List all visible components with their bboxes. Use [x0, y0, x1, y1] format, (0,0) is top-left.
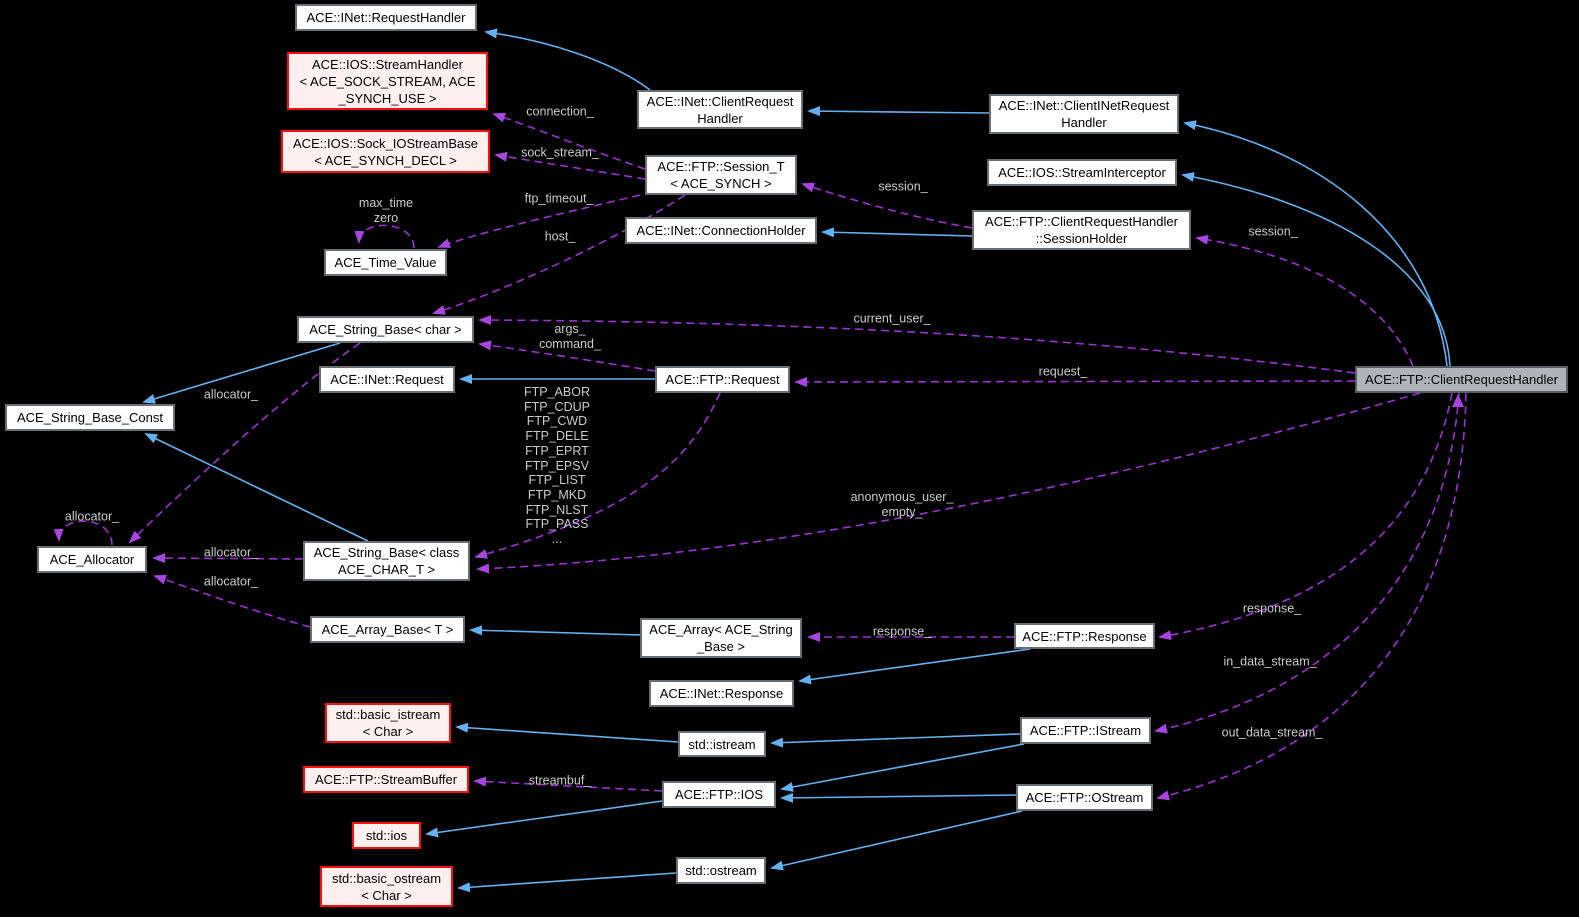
node-ftp-clientrequesthandler-sessionholder[interactable]: ACE::FTP::ClientRequestHandler ::Session… [972, 210, 1191, 250]
edge-usage-args-command [478, 340, 656, 372]
node-std-ios[interactable]: std::ios [352, 822, 421, 849]
edge-usage-in-data-stream [1154, 392, 1460, 734]
node-ftp-ios[interactable]: ACE::FTP::IOS [662, 781, 776, 808]
node-string-base-ace-char-t[interactable]: ACE_String_Base< class ACE_CHAR_T > [303, 541, 470, 581]
edge-usage-ftp-commands [474, 392, 721, 559]
edge-usage-out-data-stream [1156, 392, 1467, 801]
edge-inherit-istream-to-basicistream [455, 722, 679, 743]
node-inet-client-request-handler[interactable]: ACE::INet::ClientRequest Handler [637, 90, 803, 129]
edge-inherit-ftpresponse-to-inetresponse [798, 648, 1031, 685]
edge-inherit-ftpostream-to-ftpios [780, 792, 1017, 803]
edge-inherit-sessionholder-to-connectionholder [821, 227, 973, 238]
node-std-istream[interactable]: std::istream [678, 731, 766, 757]
node-ftp-ostream[interactable]: ACE::FTP::OStream [1016, 784, 1153, 811]
node-ftp-session-t[interactable]: ACE::FTP::Session_T < ACE_SYNCH > [645, 155, 797, 195]
node-ace-time-value[interactable]: ACE_Time_Value [324, 249, 447, 276]
node-std-ostream[interactable]: std::ostream [676, 857, 766, 884]
edge-usage-allocator-arraybase [153, 574, 311, 628]
node-inet-clientinet-request-handler[interactable]: ACE::INet::ClientINetRequest Handler [989, 94, 1179, 134]
edge-usage-sessionholder-session [801, 182, 973, 229]
edge-usage-response-main [1158, 392, 1453, 641]
node-ftp-request[interactable]: ACE::FTP::Request [655, 366, 790, 393]
node-inet-connection-holder[interactable]: ACE::INet::ConnectionHolder [625, 217, 817, 244]
edge-usage-request [794, 376, 1356, 387]
edge-usage-ftp-timeout [437, 194, 641, 248]
edge-usage-sock-stream [494, 151, 646, 180]
node-inet-response[interactable]: ACE::INet::Response [649, 680, 794, 707]
edge-inherit-main-to-streaminterceptor [1181, 172, 1451, 367]
edge-inherit-ftpistream-to-istream [770, 733, 1021, 748]
edge-usage-main-sessionholder [1195, 234, 1414, 367]
node-std-basic-istream[interactable]: std::basic_istream < Char > [325, 703, 451, 743]
edge-usage-current-user [478, 315, 1356, 374]
edge-usage-streambuf [473, 776, 663, 792]
main-node-incoming-arrowhead [1452, 394, 1464, 407]
node-inet-request[interactable]: ACE::INet::Request [319, 366, 455, 393]
node-ace-allocator[interactable]: ACE_Allocator [37, 546, 147, 573]
edge-usage-max-time-self-loop [354, 224, 415, 249]
edge-usage-allocator-self-loop [53, 520, 113, 546]
node-ftp-client-request-handler-main[interactable]: ACE::FTP::ClientRequestHandler [1355, 366, 1568, 393]
edge-inherit-clientinet-to-clientrequest [807, 106, 990, 117]
node-ftp-stream-buffer[interactable]: ACE::FTP::StreamBuffer [303, 766, 469, 793]
edge-inherit-array-to-arraybase [469, 625, 641, 636]
edge-inherit-stringchart-to-const [144, 433, 369, 542]
edge-inherit-ostream-to-basicostream [457, 872, 677, 893]
node-ace-array-string-base[interactable]: ACE_Array< ACE_String _Base > [640, 618, 802, 658]
node-ftp-response[interactable]: ACE::FTP::Response [1014, 623, 1155, 649]
node-ios-sock-iostream-base[interactable]: ACE::IOS::Sock_IOStreamBase < ACE_SYNCH_… [281, 130, 490, 173]
edge-usage-anonymous-user [476, 392, 1421, 574]
edge-usage-allocator-stringchart [152, 553, 304, 564]
edge-inherit-ftpistream-to-ftpios [780, 743, 1025, 792]
node-ios-stream-handler[interactable]: ACE::IOS::StreamHandler < ACE_SOCK_STREA… [287, 52, 488, 110]
node-ios-stream-interceptor[interactable]: ACE::IOS::StreamInterceptor [987, 159, 1177, 186]
edge-inherit-ftpostream-to-ostream [770, 810, 1023, 871]
edge-usage-connection [492, 112, 646, 170]
edge-usage-allocator-stringchar [128, 342, 361, 544]
node-array-base-t[interactable]: ACE_Array_Base< T > [310, 616, 465, 643]
node-string-base-const[interactable]: ACE_String_Base_Const [5, 404, 175, 431]
node-inet-request-handler[interactable]: ACE::INet::RequestHandler [295, 4, 477, 31]
edge-inherit-main-to-clientinet [1183, 120, 1448, 367]
node-ftp-istream[interactable]: ACE::FTP::IStream [1020, 717, 1151, 744]
node-std-basic-ostream[interactable]: std::basic_ostream < Char > [320, 866, 453, 907]
edge-usage-host [432, 194, 686, 315]
node-string-base-char[interactable]: ACE_String_Base< char > [297, 316, 474, 343]
edge-inherit-ftpios-to-stdios [425, 800, 663, 838]
edge-inherit-stringchar-to-const [142, 342, 341, 404]
edge-inherit-clientrequest-to-requesthandler [484, 28, 651, 91]
